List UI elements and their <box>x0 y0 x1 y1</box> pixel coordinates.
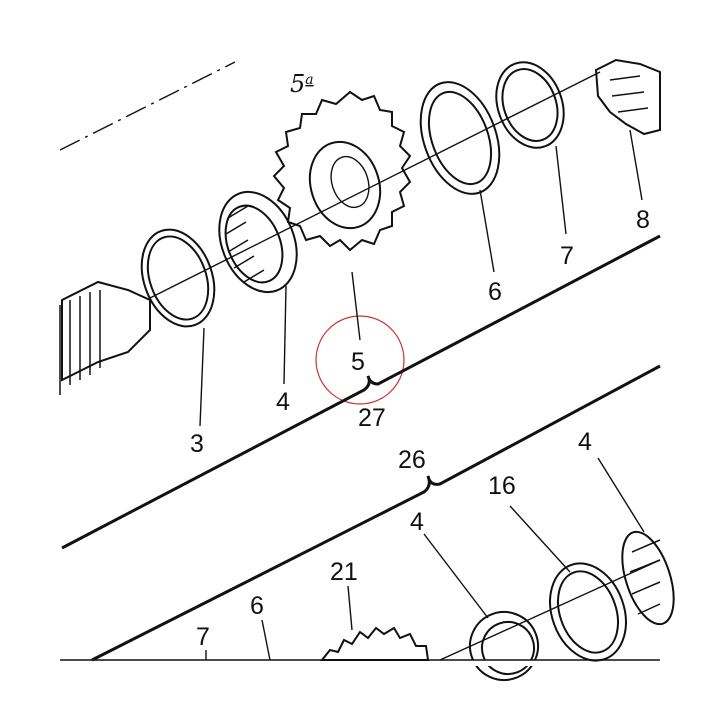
callout-5[interactable]: 5 <box>351 348 365 376</box>
leader-line-4-lower-right <box>597 457 645 533</box>
leader-line-6-upper <box>479 189 495 273</box>
callout-8[interactable]: 8 <box>636 206 650 234</box>
leader-line-16 <box>509 505 571 573</box>
callout-21[interactable]: 21 <box>330 558 358 586</box>
callout-26[interactable]: 26 <box>398 446 426 474</box>
snap-ring-7-upper[interactable] <box>485 53 575 158</box>
shaft-part[interactable] <box>59 280 151 395</box>
thrust-washer-3[interactable] <box>129 219 227 336</box>
centerline-upper <box>59 61 236 151</box>
callout-6-lower[interactable]: 6 <box>250 592 264 620</box>
leader-line-7-upper <box>555 145 567 235</box>
thrust-washer-16[interactable] <box>537 553 639 672</box>
callout-4-upper[interactable]: 4 <box>276 388 290 416</box>
leader-line-6-lower <box>261 619 271 661</box>
section-divider-27 <box>61 234 661 550</box>
callout-3[interactable]: 3 <box>190 430 204 458</box>
thrust-washer-6-upper[interactable] <box>406 71 513 205</box>
leader-line-3 <box>199 327 205 427</box>
leader-line-4-lower <box>423 533 489 619</box>
leader-line-5 <box>351 271 361 341</box>
needle-bearing-4-lower-right[interactable] <box>612 526 684 631</box>
synchro-hub-8[interactable] <box>594 58 661 136</box>
highlight-circle <box>315 315 405 405</box>
callout-4-lower-right[interactable]: 4 <box>578 428 592 456</box>
callout-4-lower[interactable]: 4 <box>410 508 424 536</box>
callout-16[interactable]: 16 <box>488 472 516 500</box>
callout-7-lower[interactable]: 7 <box>196 623 210 651</box>
callout-6-upper[interactable]: 6 <box>488 278 502 306</box>
gear-label: 5a <box>290 70 314 98</box>
gear-21[interactable] <box>319 626 430 661</box>
leader-line-21 <box>347 585 353 631</box>
leader-line-4-upper <box>283 285 287 385</box>
leader-line-8 <box>629 129 643 201</box>
callout-7-upper[interactable]: 7 <box>560 242 574 270</box>
callout-27[interactable]: 27 <box>358 404 386 432</box>
section-divider-26 <box>91 364 661 662</box>
gear-5[interactable] <box>272 90 412 252</box>
needle-bearing-4-upper[interactable] <box>205 180 311 303</box>
